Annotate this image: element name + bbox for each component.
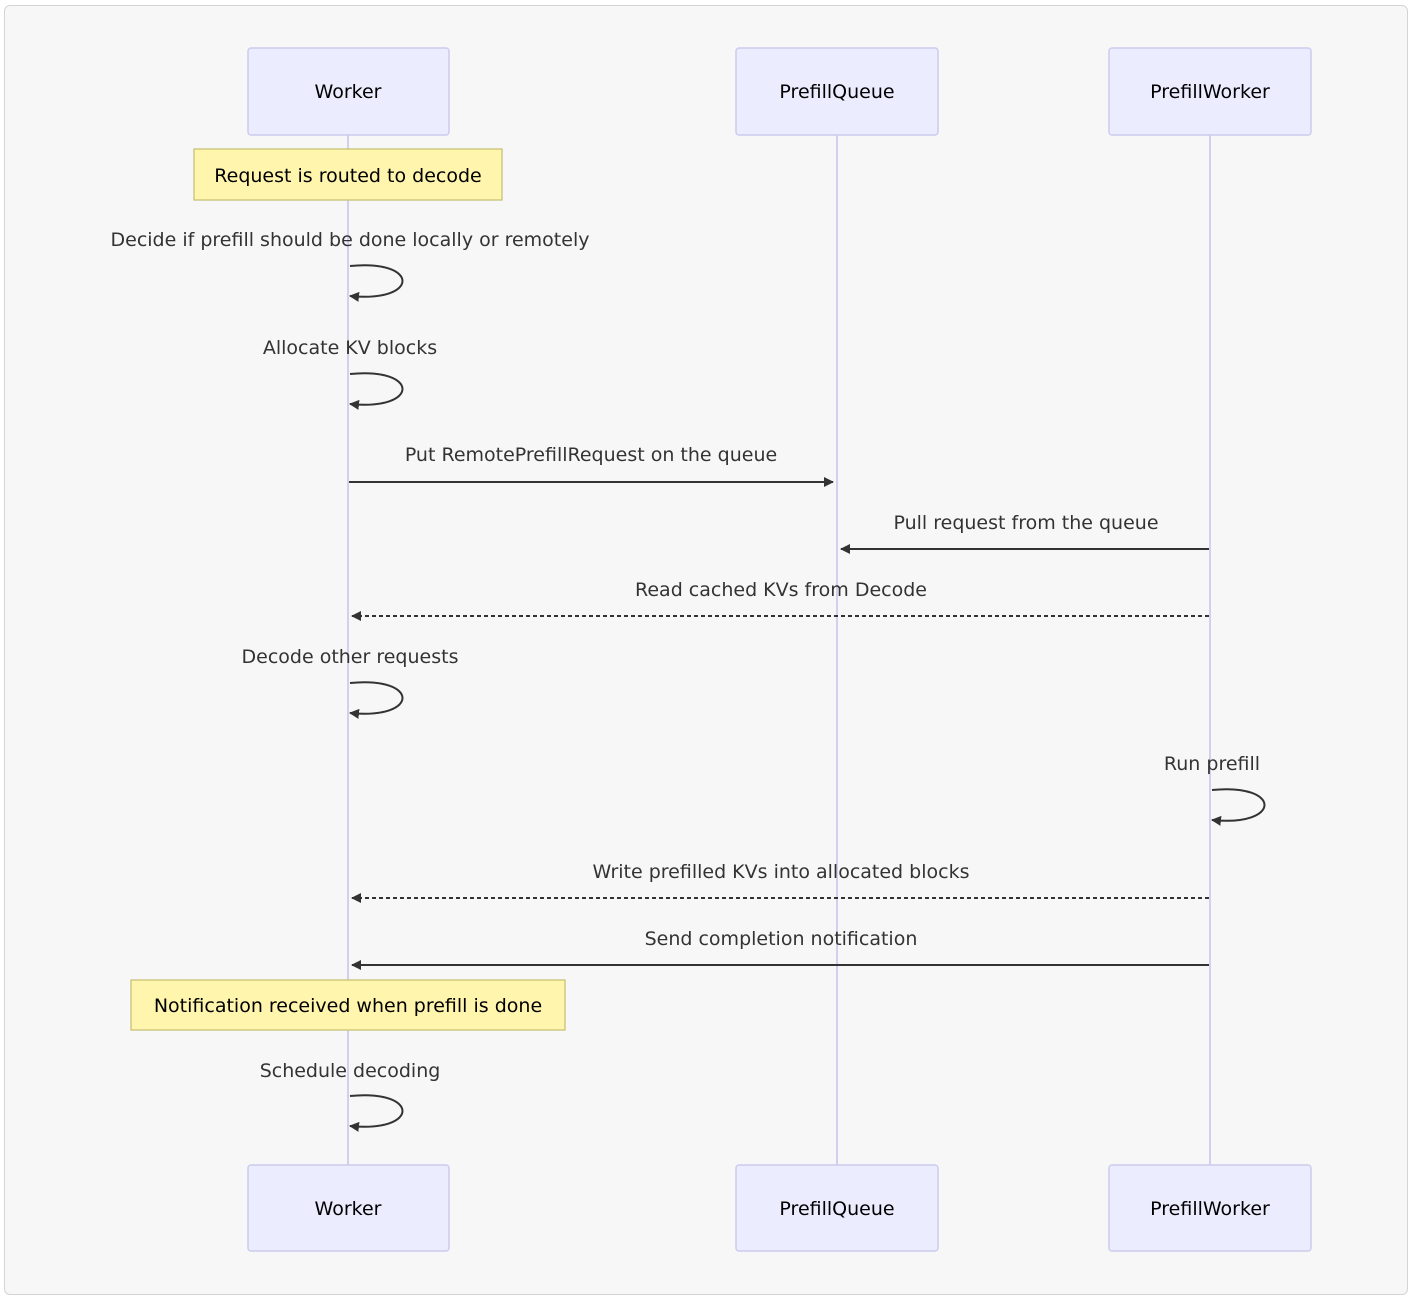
message-allocate: Allocate KV blocks — [263, 337, 437, 410]
message-decode-other: Decode other requests — [242, 646, 459, 719]
actor-prefill-top: PrefillWorker — [1108, 47, 1312, 136]
message-label: Write prefilled KVs into allocated block… — [593, 861, 970, 883]
note-routed: Request is routed to decode — [193, 148, 503, 201]
self-loop-arrow — [349, 681, 404, 719]
message-pull-request: Pull request from the queue — [840, 512, 1209, 554]
note-text: Notification received when prefill is do… — [154, 995, 542, 1017]
message-label: Allocate KV blocks — [263, 337, 437, 359]
message-send-completion: Send completion notification — [351, 928, 1209, 970]
actor-prefill-bottom: PrefillWorker — [1108, 1164, 1312, 1252]
actor-label: Worker — [315, 1198, 382, 1220]
diagram-frame — [4, 5, 1408, 1295]
note-notification: Notification received when prefill is do… — [130, 979, 566, 1031]
message-label: Send completion notification — [645, 928, 918, 950]
message-run-prefill: Run prefill — [1164, 753, 1266, 826]
message-label: Decide if prefill should be done locally… — [111, 229, 590, 251]
message-decide: Decide if prefill should be done locally… — [111, 229, 590, 302]
actor-label: PrefillQueue — [779, 81, 894, 103]
self-loop-arrow — [349, 1094, 404, 1132]
message-schedule-decoding: Schedule decoding — [260, 1060, 441, 1132]
actor-label: PrefillQueue — [779, 1198, 894, 1220]
message-label: Decode other requests — [242, 646, 459, 668]
message-label: Schedule decoding — [260, 1060, 441, 1082]
message-label: Pull request from the queue — [893, 512, 1158, 534]
self-loop-arrow — [1211, 788, 1266, 826]
actor-queue-bottom: PrefillQueue — [735, 1164, 939, 1252]
actor-queue-top: PrefillQueue — [735, 47, 939, 136]
message-put-request: Put RemotePrefillRequest on the queue — [349, 444, 834, 487]
message-label: Read cached KVs from Decode — [635, 579, 927, 601]
message-label: Put RemotePrefillRequest on the queue — [405, 444, 777, 466]
actor-label: PrefillWorker — [1150, 1198, 1270, 1220]
message-label: Run prefill — [1164, 753, 1260, 775]
note-text: Request is routed to decode — [214, 165, 481, 187]
self-loop-arrow — [349, 264, 404, 302]
message-read-cached: Read cached KVs from Decode — [351, 579, 1209, 621]
message-write-prefilled: Write prefilled KVs into allocated block… — [351, 861, 1209, 903]
self-loop-arrow — [349, 372, 404, 410]
actor-label: Worker — [315, 81, 382, 103]
actor-worker-bottom: Worker — [247, 1164, 450, 1252]
actor-label: PrefillWorker — [1150, 81, 1270, 103]
actor-worker-top: Worker — [247, 47, 450, 136]
